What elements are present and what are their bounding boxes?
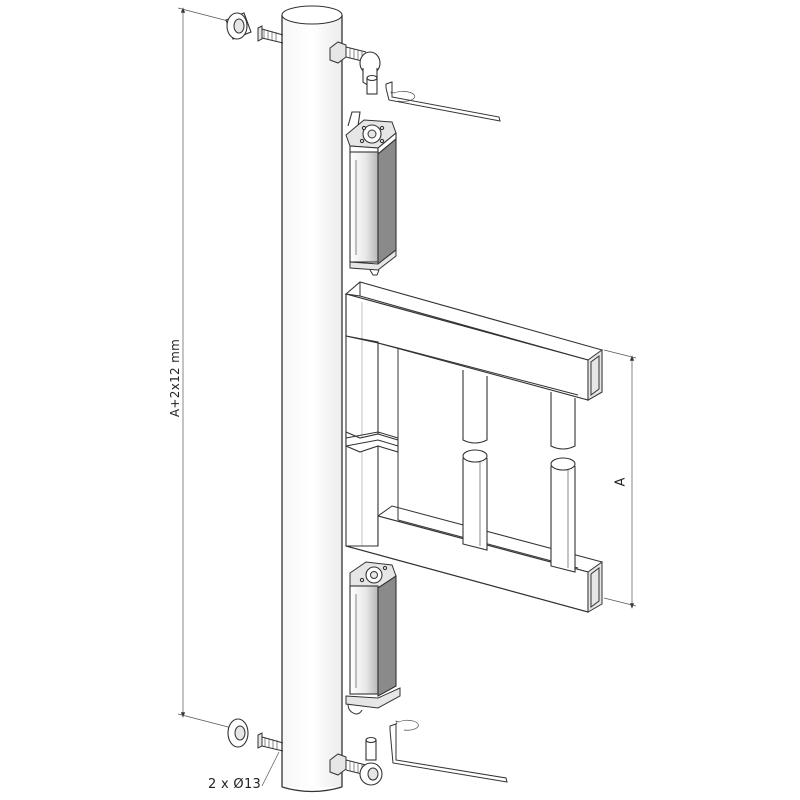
overall-height-label: A+2x12 mm [168,338,182,418]
bottom-nut-and-bolt [227,718,284,752]
overall-height-dimension [177,7,233,729]
bolt-leader-line [261,751,280,787]
top-right-bolt [329,41,381,86]
frame-height-dimension [603,349,637,609]
bottom-right-bolt [329,753,383,786]
infill-tubes [462,370,576,573]
gate-post [281,5,343,793]
top-hex-key [385,81,501,122]
upper-hinge [345,111,397,276]
bottom-hex-key [389,719,508,783]
frame-height-label: A [613,477,629,487]
bottom-pin [365,736,377,761]
lower-hinge [345,561,401,715]
gate-frame [344,281,603,613]
bolt-spec-label: 2 x Ø13 [208,777,262,792]
top-nut-and-bolt [225,12,284,44]
top-pin [366,74,378,95]
